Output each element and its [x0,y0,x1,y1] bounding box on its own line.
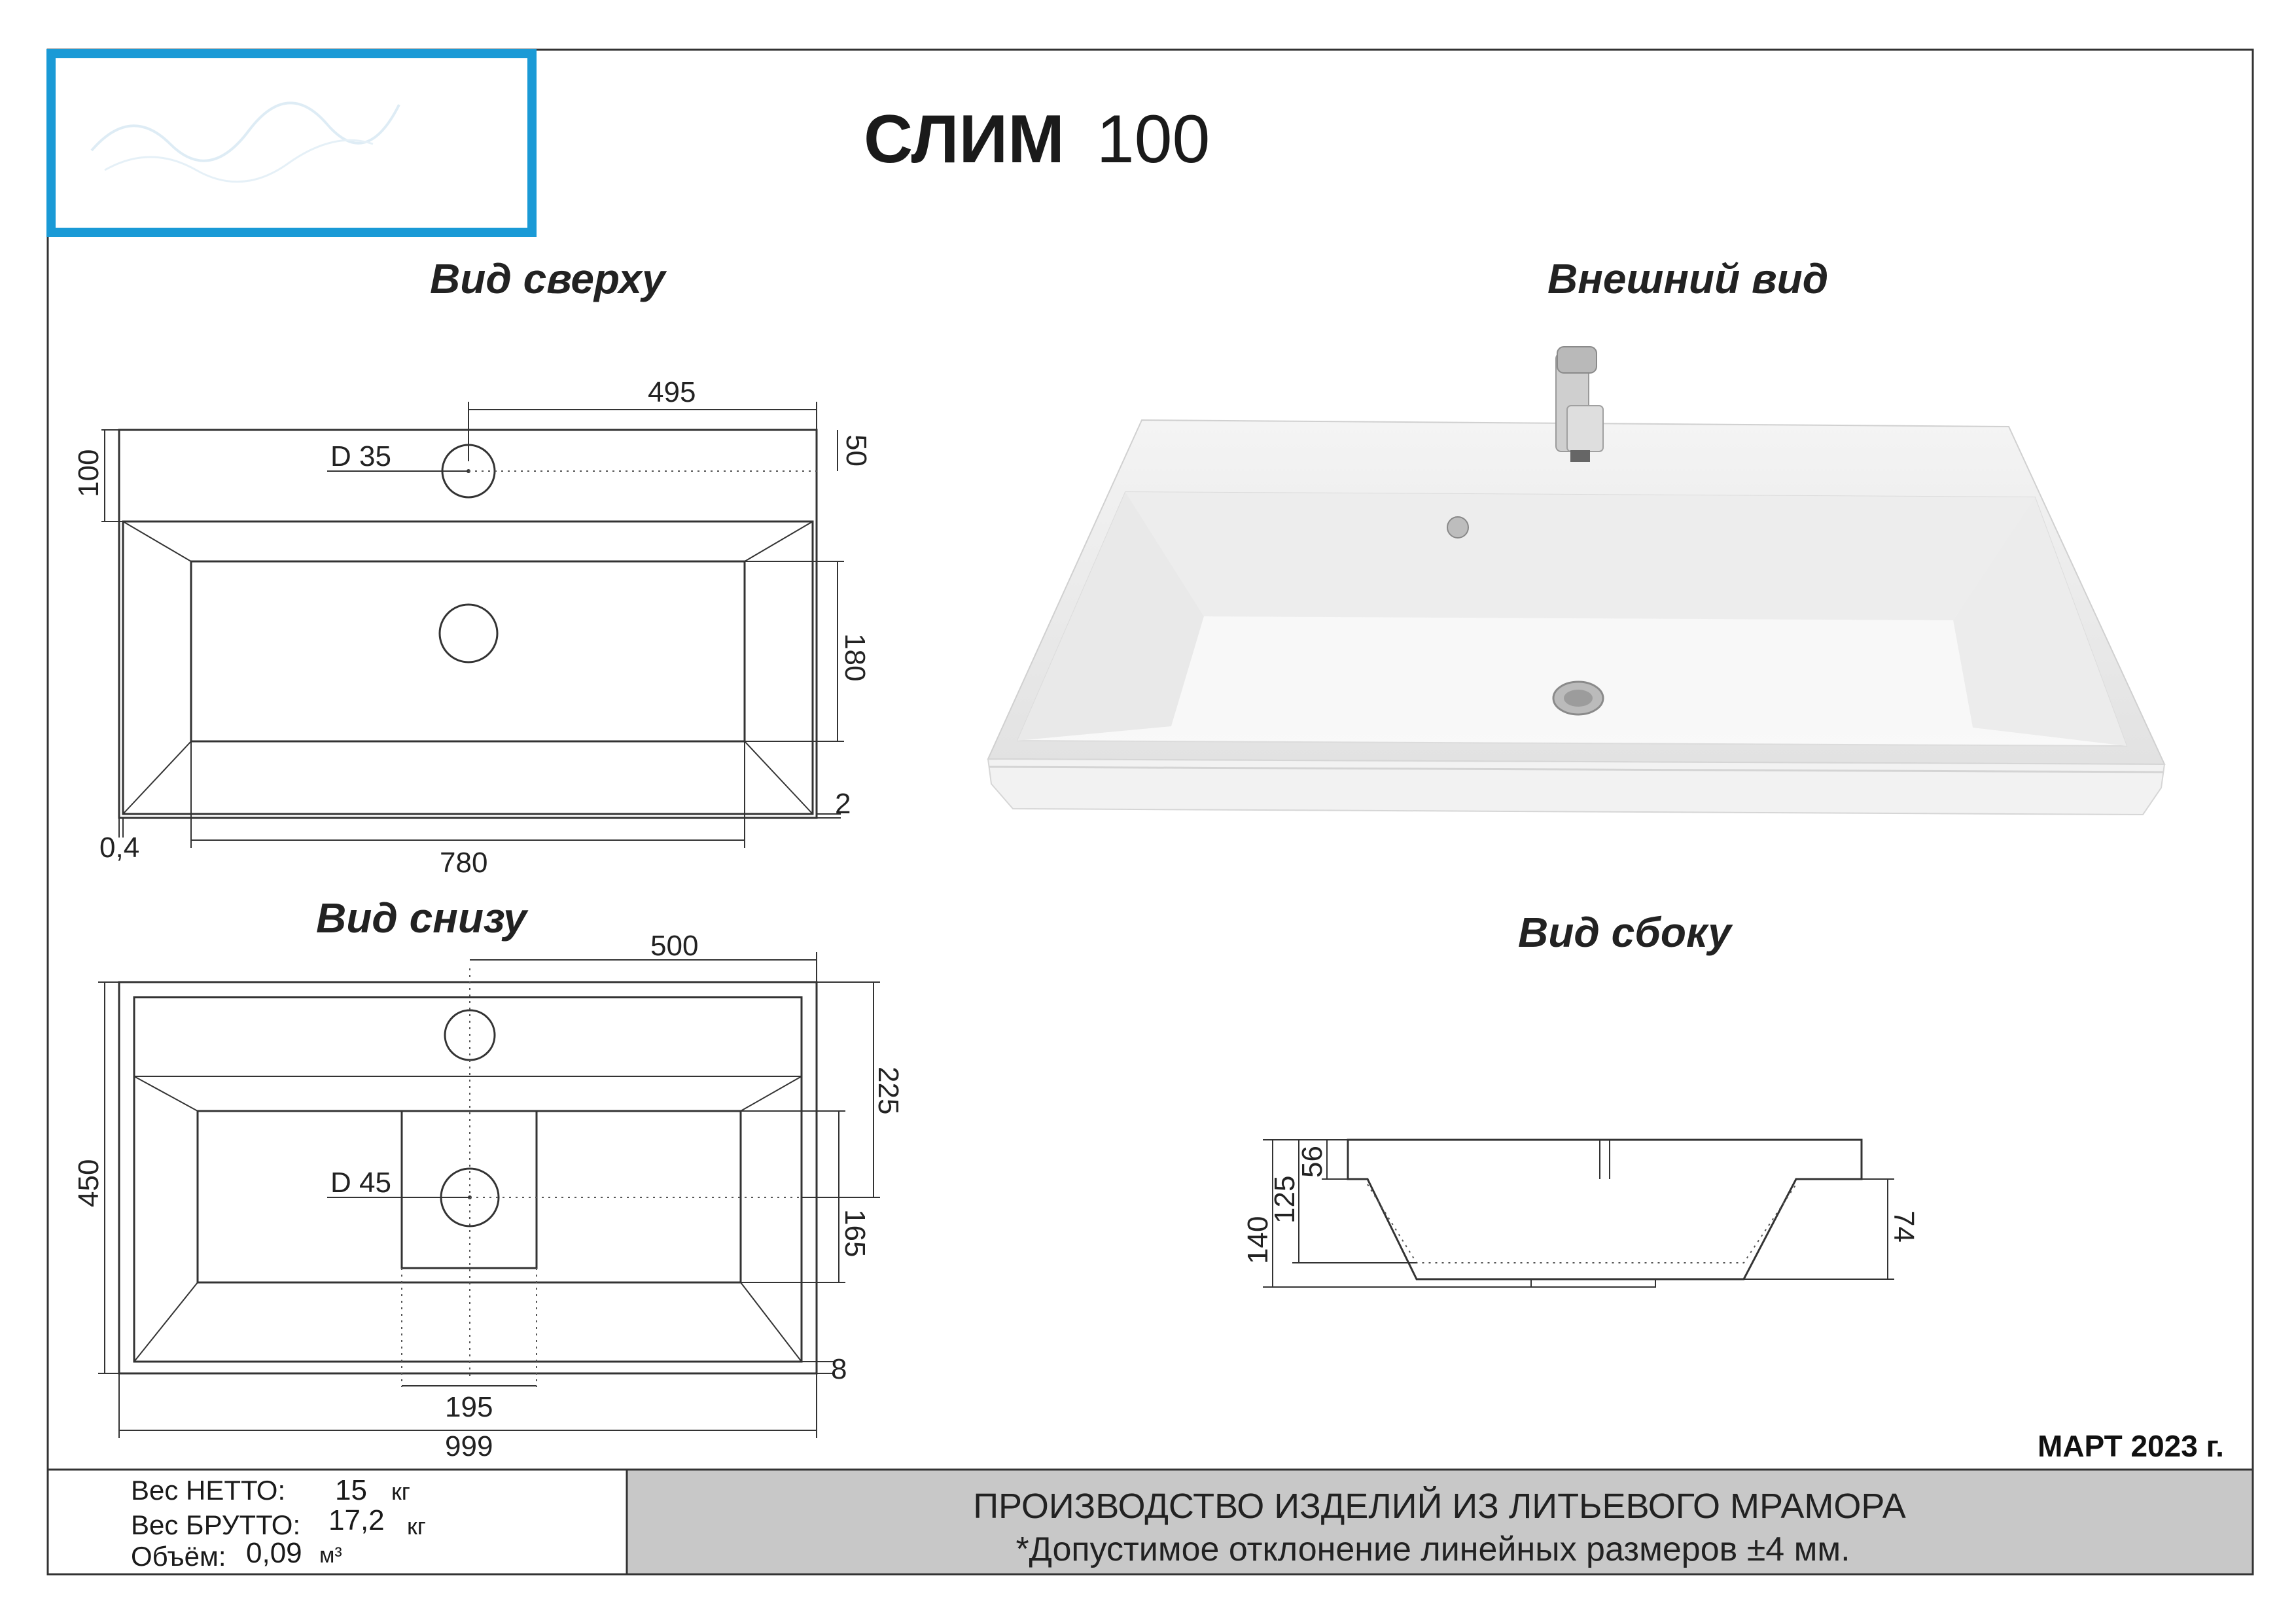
volume-value: 0,09 [246,1537,302,1569]
gross-weight-unit: кг [407,1513,426,1540]
gross-weight-value: 17,2 [328,1504,385,1536]
volume-unit: м³ [319,1543,342,1568]
drawing-date: МАРТ 2023 г. [2038,1429,2224,1463]
footer-tolerance-note: *Допустимое отклонение линейных размеров… [1016,1530,1850,1568]
dim-side-edge: 0,4 [99,832,139,864]
dim-hole-offset-bottom: 500 [650,930,698,962]
dim-faucet-diameter: D 35 [330,440,391,472]
gross-weight-label: Вес БРУТТО: [131,1509,300,1540]
dim-total-height: 140 [1242,1216,1274,1264]
bottom-view-drawing [98,952,880,1438]
dim-drain-diameter: D 45 [330,1167,391,1199]
side-view-heading: Вид сбоку [1518,909,1733,956]
dim-front-edge-top: 2 [835,788,851,820]
top-view-drawing [101,402,844,848]
exterior-view-heading: Внешний вид [1547,255,1828,302]
product-title: СЛИМ 100 [864,101,1210,177]
dim-front-height: 74 [1888,1210,1920,1243]
footer-production-line: ПРОИЗВОДСТВО ИЗДЕЛИЙ ИЗ ЛИТЬЕВОГО МРАМОР… [973,1486,1906,1526]
dim-total-depth: 450 [73,1159,105,1207]
dim-front-edge-bottom: 8 [831,1353,847,1385]
footer-band [626,1468,2254,1576]
dim-bowl-bottom-depth: 165 [839,1209,871,1257]
faucet [1555,346,1604,462]
bottom-view-heading: Вид снизу [316,894,529,942]
dim-back-to-bowl: 225 [872,1067,904,1114]
dim-bowl-width: 780 [440,847,487,879]
top-view-heading: Вид сверху [430,255,667,302]
dim-bowl-depth: 180 [839,633,871,681]
dim-faucet-offset: 495 [648,376,696,408]
logo-frame [46,49,537,237]
volume-label: Объём: [131,1541,226,1572]
net-weight-value: 15 [335,1474,367,1506]
net-weight-unit: кг [391,1478,410,1505]
basin-photo [987,346,2166,816]
dim-slab-thickness: 56 [1296,1146,1328,1178]
side-view-drawing [1263,1139,1894,1288]
product-title-number: 100 [1097,101,1210,177]
overflow-icon [1447,516,1469,538]
dim-drain-block-width: 195 [445,1391,493,1423]
product-title-bold: СЛИМ [864,101,1065,177]
net-weight-label: Вес НЕТТО: [131,1475,285,1506]
dim-rim-depth: 100 [73,450,105,497]
dim-bowl-height: 125 [1269,1176,1301,1224]
dim-total-width: 999 [445,1430,493,1462]
logo-watermark [90,101,400,183]
dim-hole-from-back: 50 [840,434,872,467]
spec-block: Вес НЕТТО: 15 кг Вес БРУТТО: 17,2 кг Объ… [131,1474,426,1572]
